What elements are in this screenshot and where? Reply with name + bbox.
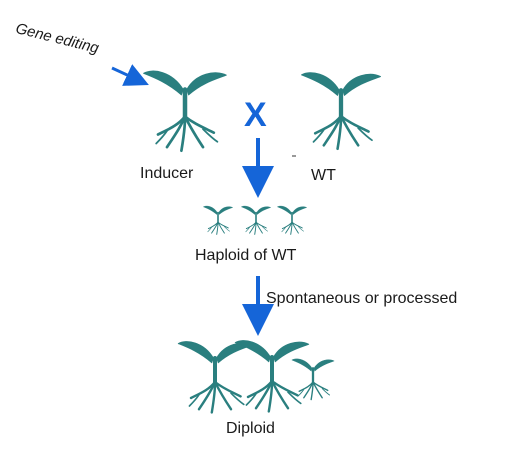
haploid-label: Haploid of WT xyxy=(195,247,297,264)
diploid-seedling-icon xyxy=(290,357,336,402)
diploid-seedling-icon xyxy=(178,342,252,413)
cross-symbol: X xyxy=(244,96,267,134)
inducer-seedling-icon xyxy=(144,71,227,151)
haploid-seedling-icon xyxy=(240,205,272,236)
wt-label: WT xyxy=(311,167,336,184)
haploid-seedling-icon xyxy=(202,205,234,236)
inducer-label: Inducer xyxy=(140,165,194,182)
spontaneous-label: Spontaneous or processed xyxy=(266,290,458,307)
wt-seedling-icon xyxy=(301,73,380,149)
diploid-label: Diploid xyxy=(226,420,275,437)
gene-editing-arrow-icon xyxy=(111,64,149,86)
haploid-seedling-icon xyxy=(276,205,308,236)
diploid-seedling-icon xyxy=(235,341,309,412)
